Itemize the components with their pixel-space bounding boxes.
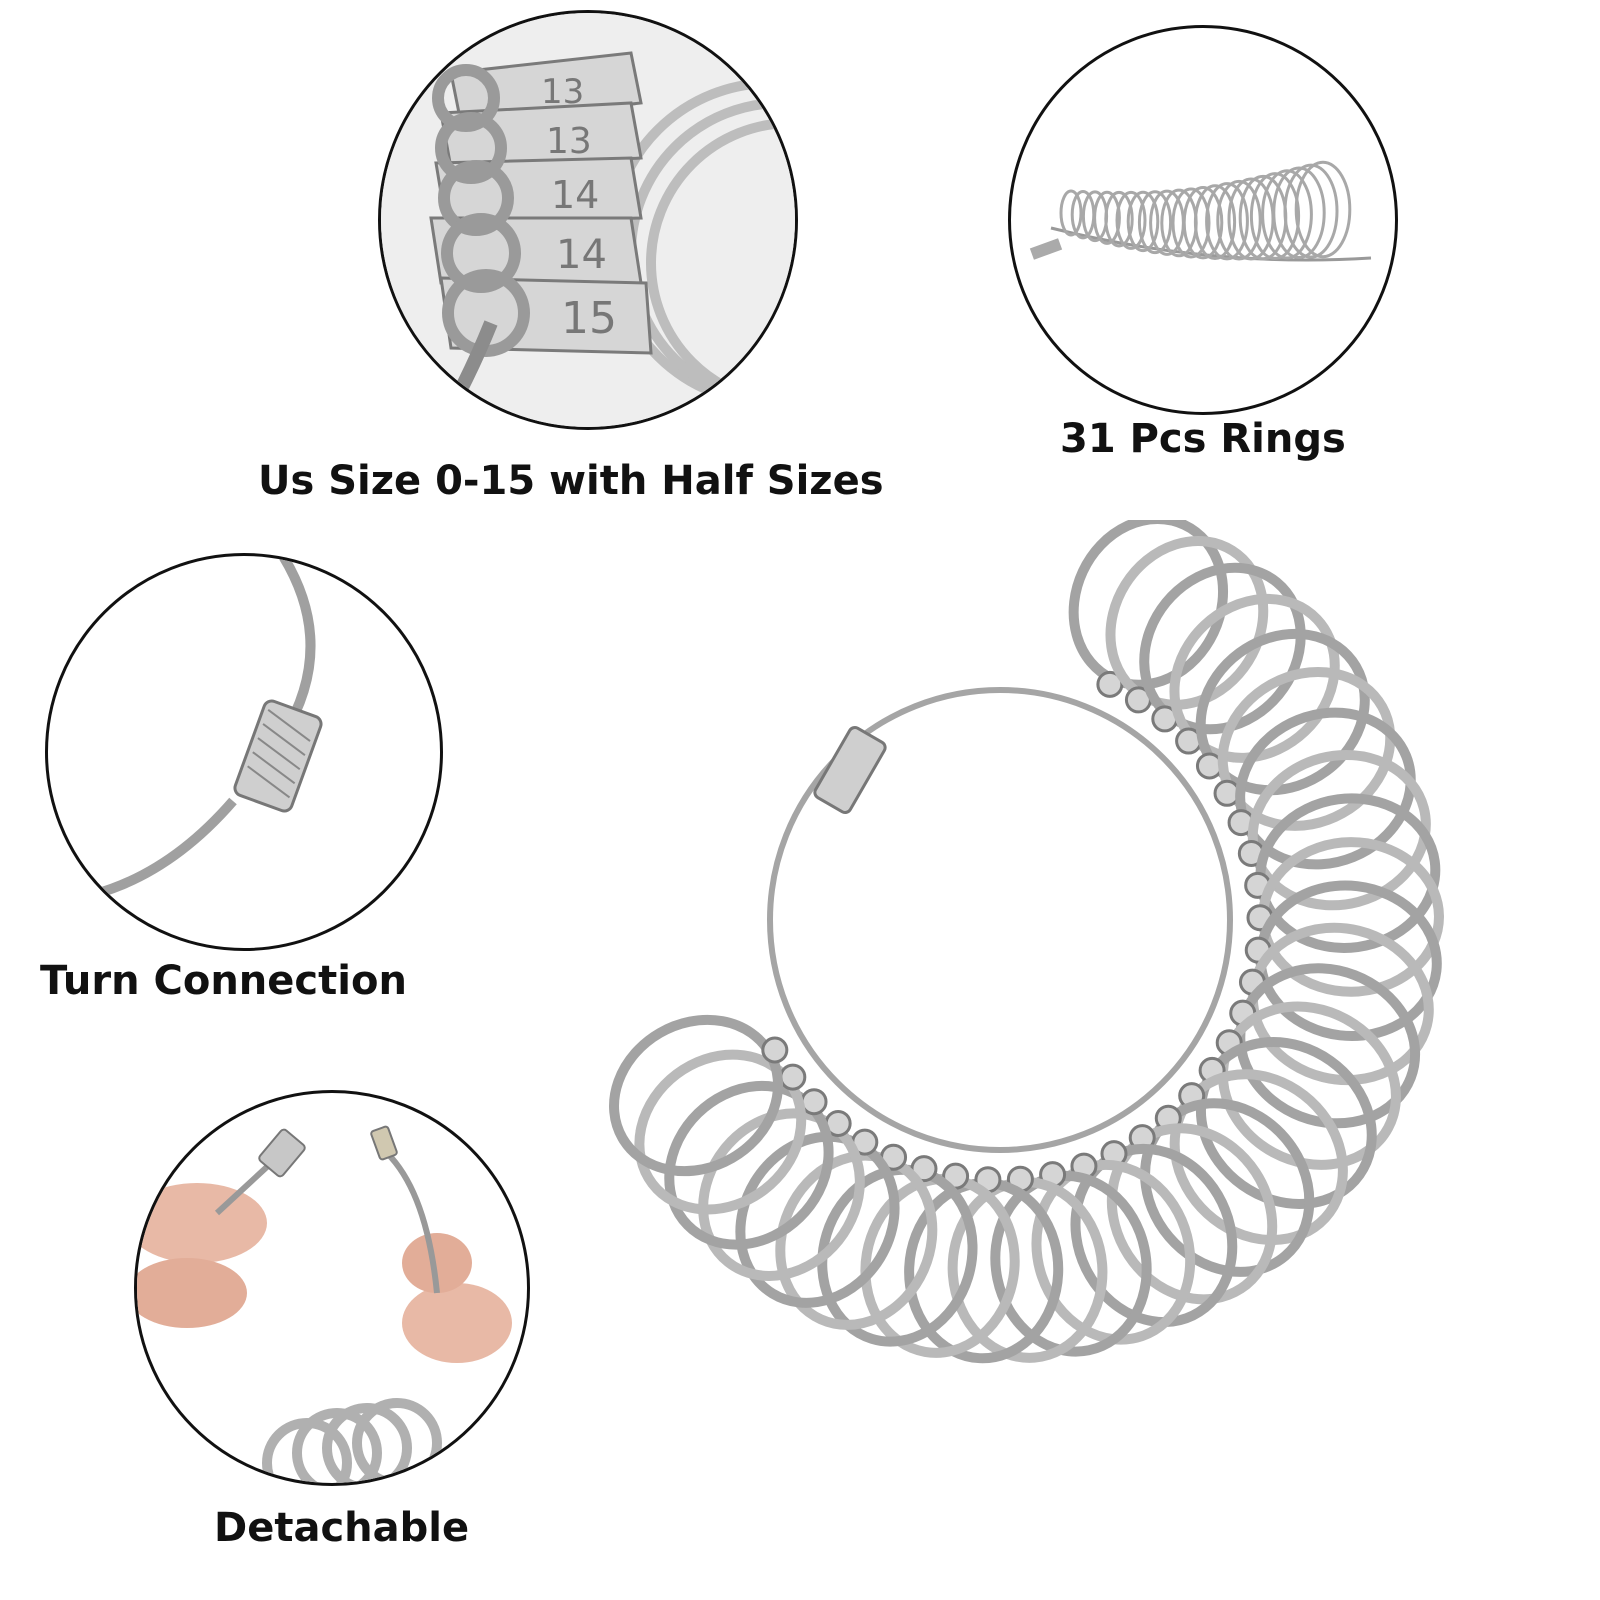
small-ring xyxy=(1193,184,1237,260)
small-ring xyxy=(1283,163,1339,259)
detachable-illustration xyxy=(137,1125,512,1483)
ring-tag xyxy=(761,1036,789,1064)
small-ring xyxy=(1115,190,1147,250)
small-ring xyxy=(1137,190,1173,255)
caption-connection: Turn Connection xyxy=(40,958,407,1004)
connection-illustration xyxy=(86,556,323,901)
caption-detachable: Detachable xyxy=(214,1505,470,1551)
sizer-ring xyxy=(735,1131,900,1308)
small-ring xyxy=(1126,190,1160,253)
small-ring xyxy=(1205,182,1249,261)
tag-label-15: 15 xyxy=(561,293,617,344)
ring-sizer-set-illustration xyxy=(609,520,1444,1364)
sizer-ring xyxy=(1139,562,1306,735)
rings-count-circle xyxy=(1008,25,1398,415)
tag-label-13a: 13 xyxy=(541,72,584,112)
tag-label-14b: 14 xyxy=(556,232,607,278)
ring-tag xyxy=(800,1088,828,1116)
small-ring xyxy=(1059,189,1083,237)
small-ring xyxy=(1294,160,1352,259)
caption-sizes: Us Size 0-15 with Half Sizes xyxy=(258,458,884,504)
small-ring xyxy=(1261,169,1313,260)
sizer-ring xyxy=(1217,1001,1401,1170)
small-ring xyxy=(1104,190,1134,248)
sizer-ring xyxy=(634,1049,807,1215)
small-ring xyxy=(1171,187,1211,259)
ring-tag xyxy=(1096,670,1124,698)
sizer-ring xyxy=(1106,1123,1278,1305)
small-ring xyxy=(1249,172,1301,260)
caption-pieces: 31 Pcs Rings xyxy=(1060,416,1346,462)
screw-lock-icon xyxy=(813,726,887,814)
small-ring xyxy=(1272,166,1326,260)
small-ring xyxy=(1182,185,1224,260)
sizer-ring xyxy=(698,1108,865,1281)
sizer-ring xyxy=(1105,535,1269,710)
sizes-detail-circle: 13 13 14 14 15 xyxy=(378,10,798,430)
tag-label-14a: 14 xyxy=(551,173,599,217)
small-ring xyxy=(1093,190,1121,245)
main-product xyxy=(540,520,1560,1590)
small-ring xyxy=(1216,179,1262,261)
steel-cable xyxy=(767,687,1233,1153)
screw-lock-icon xyxy=(233,699,323,813)
rings-on-cable-illustration xyxy=(1029,160,1372,262)
connection-circle xyxy=(45,553,443,951)
ring-tag xyxy=(779,1063,807,1091)
detachable-circle xyxy=(134,1090,530,1486)
sizer-ring xyxy=(609,1014,784,1177)
tag-label-13b: 13 xyxy=(546,121,592,162)
sizes-detail-illustration: 13 13 14 14 15 xyxy=(381,13,795,427)
sizer-ring xyxy=(1195,1037,1377,1209)
